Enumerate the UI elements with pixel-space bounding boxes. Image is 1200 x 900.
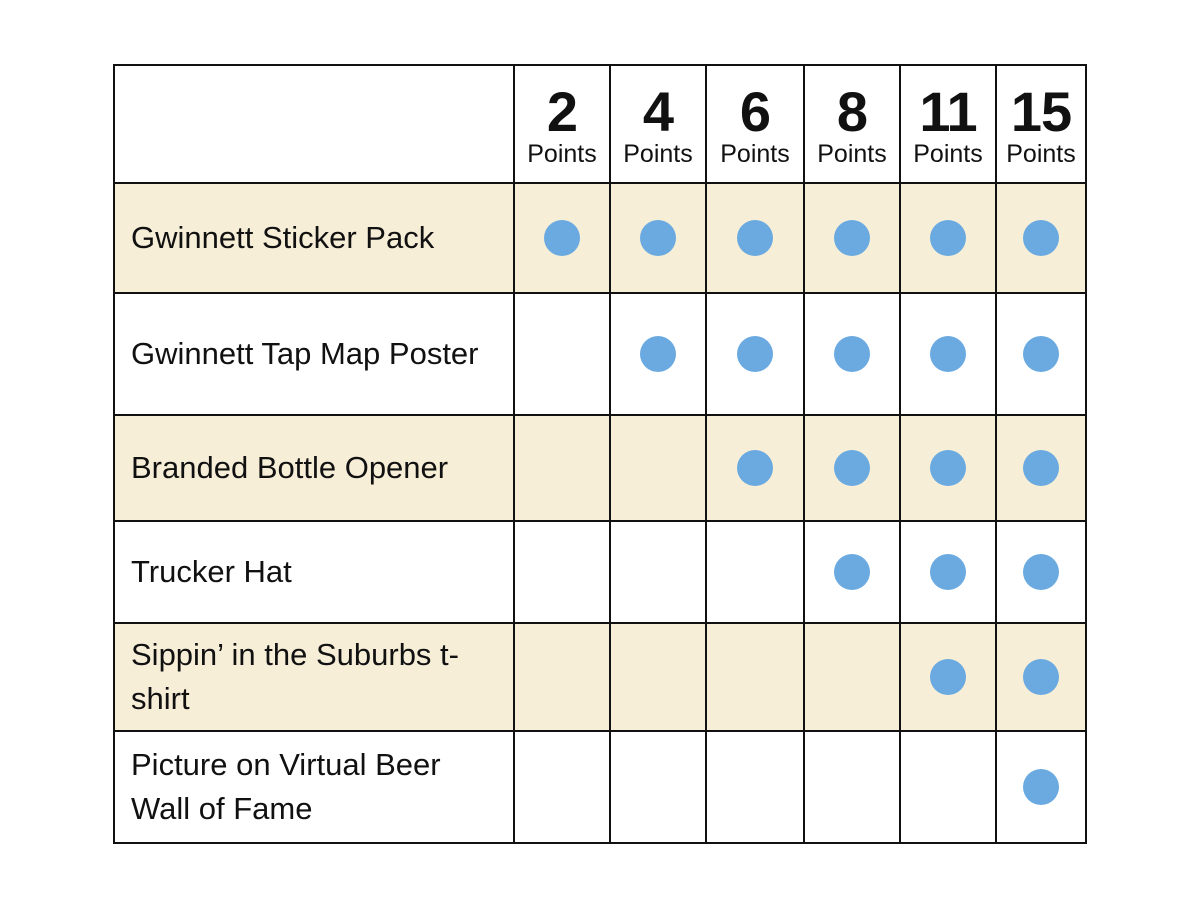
tier-cell xyxy=(995,730,1087,844)
availability-dot-icon xyxy=(1023,450,1059,486)
reward-row: Picture on Virtual Beer Wall of Fame xyxy=(113,730,1087,844)
tier-cell xyxy=(513,414,611,522)
availability-dot-icon xyxy=(834,220,870,256)
availability-dot-icon xyxy=(834,554,870,590)
tier-cell xyxy=(609,520,707,624)
availability-dot-icon xyxy=(930,336,966,372)
tier-number: 8 xyxy=(836,80,868,143)
tier-cell xyxy=(513,622,611,732)
tier-cell xyxy=(513,182,611,294)
reward-row: Gwinnett Sticker Pack xyxy=(113,182,1087,294)
tier-cell xyxy=(803,292,901,416)
availability-dot-icon xyxy=(1023,554,1059,590)
reward-label: Gwinnett Sticker Pack xyxy=(113,182,515,294)
availability-dot-icon xyxy=(1023,659,1059,695)
tier-cell xyxy=(995,622,1087,732)
tier-cell xyxy=(995,414,1087,522)
tier-cell xyxy=(803,622,901,732)
tier-unit: Points xyxy=(817,140,887,168)
tier-cell xyxy=(995,182,1087,294)
reward-row: Trucker Hat xyxy=(113,520,1087,624)
tier-cell xyxy=(995,292,1087,416)
tier-header-6: 6 Points xyxy=(705,64,805,184)
availability-dot-icon xyxy=(930,659,966,695)
tier-cell xyxy=(705,520,805,624)
tier-cell xyxy=(609,414,707,522)
tier-cell xyxy=(995,520,1087,624)
tier-unit: Points xyxy=(913,140,983,168)
tier-number: 11 xyxy=(919,80,977,143)
availability-dot-icon xyxy=(1023,220,1059,256)
tier-cell xyxy=(803,414,901,522)
tier-cell xyxy=(705,292,805,416)
tier-header-11: 11 Points xyxy=(899,64,997,184)
reward-row: Branded Bottle Opener xyxy=(113,414,1087,522)
availability-dot-icon xyxy=(930,554,966,590)
tier-number: 15 xyxy=(1010,80,1072,143)
tier-cell xyxy=(705,730,805,844)
tier-cell xyxy=(899,520,997,624)
tier-cell xyxy=(513,292,611,416)
availability-dot-icon xyxy=(640,336,676,372)
availability-dot-icon xyxy=(544,220,580,256)
tier-cell xyxy=(513,730,611,844)
header-corner-cell xyxy=(113,64,515,184)
tier-cell xyxy=(899,292,997,416)
availability-dot-icon xyxy=(1023,769,1059,805)
tier-cell xyxy=(899,182,997,294)
reward-label: Gwinnett Tap Map Poster xyxy=(113,292,515,416)
tier-cell xyxy=(899,622,997,732)
tier-cell xyxy=(513,520,611,624)
tier-cell xyxy=(609,292,707,416)
tier-cell xyxy=(705,414,805,522)
availability-dot-icon xyxy=(737,336,773,372)
tier-unit: Points xyxy=(527,140,597,168)
availability-dot-icon xyxy=(737,220,773,256)
availability-dot-icon xyxy=(930,220,966,256)
tier-cell xyxy=(899,414,997,522)
tier-cell xyxy=(609,182,707,294)
reward-row: Sippin’ in the Suburbs t-shirt xyxy=(113,622,1087,732)
tier-unit: Points xyxy=(1006,140,1076,168)
tier-header-4: 4 Points xyxy=(609,64,707,184)
tier-number: 6 xyxy=(739,80,771,143)
tier-unit: Points xyxy=(623,140,693,168)
tier-cell xyxy=(803,182,901,294)
tier-cell xyxy=(705,622,805,732)
availability-dot-icon xyxy=(737,450,773,486)
tier-header-15: 15 Points xyxy=(995,64,1087,184)
tier-cell xyxy=(609,730,707,844)
tier-cell xyxy=(899,730,997,844)
availability-dot-icon xyxy=(834,450,870,486)
reward-label: Trucker Hat xyxy=(113,520,515,624)
tier-number: 4 xyxy=(642,80,674,143)
availability-dot-icon xyxy=(930,450,966,486)
tier-cell xyxy=(705,182,805,294)
tier-header-8: 8 Points xyxy=(803,64,901,184)
tier-cell xyxy=(803,730,901,844)
header-row: 2 Points 4 Points 6 Points 8 Points 11 P… xyxy=(113,64,1087,184)
rewards-table: 2 Points 4 Points 6 Points 8 Points 11 P… xyxy=(113,64,1087,844)
reward-label: Picture on Virtual Beer Wall of Fame xyxy=(113,730,515,844)
tier-header-2: 2 Points xyxy=(513,64,611,184)
tier-cell xyxy=(609,622,707,732)
availability-dot-icon xyxy=(640,220,676,256)
availability-dot-icon xyxy=(1023,336,1059,372)
tier-cell xyxy=(803,520,901,624)
reward-label: Branded Bottle Opener xyxy=(113,414,515,522)
tier-number: 2 xyxy=(546,80,578,143)
tier-unit: Points xyxy=(720,140,790,168)
reward-row: Gwinnett Tap Map Poster xyxy=(113,292,1087,416)
reward-label: Sippin’ in the Suburbs t-shirt xyxy=(113,622,515,732)
availability-dot-icon xyxy=(834,336,870,372)
